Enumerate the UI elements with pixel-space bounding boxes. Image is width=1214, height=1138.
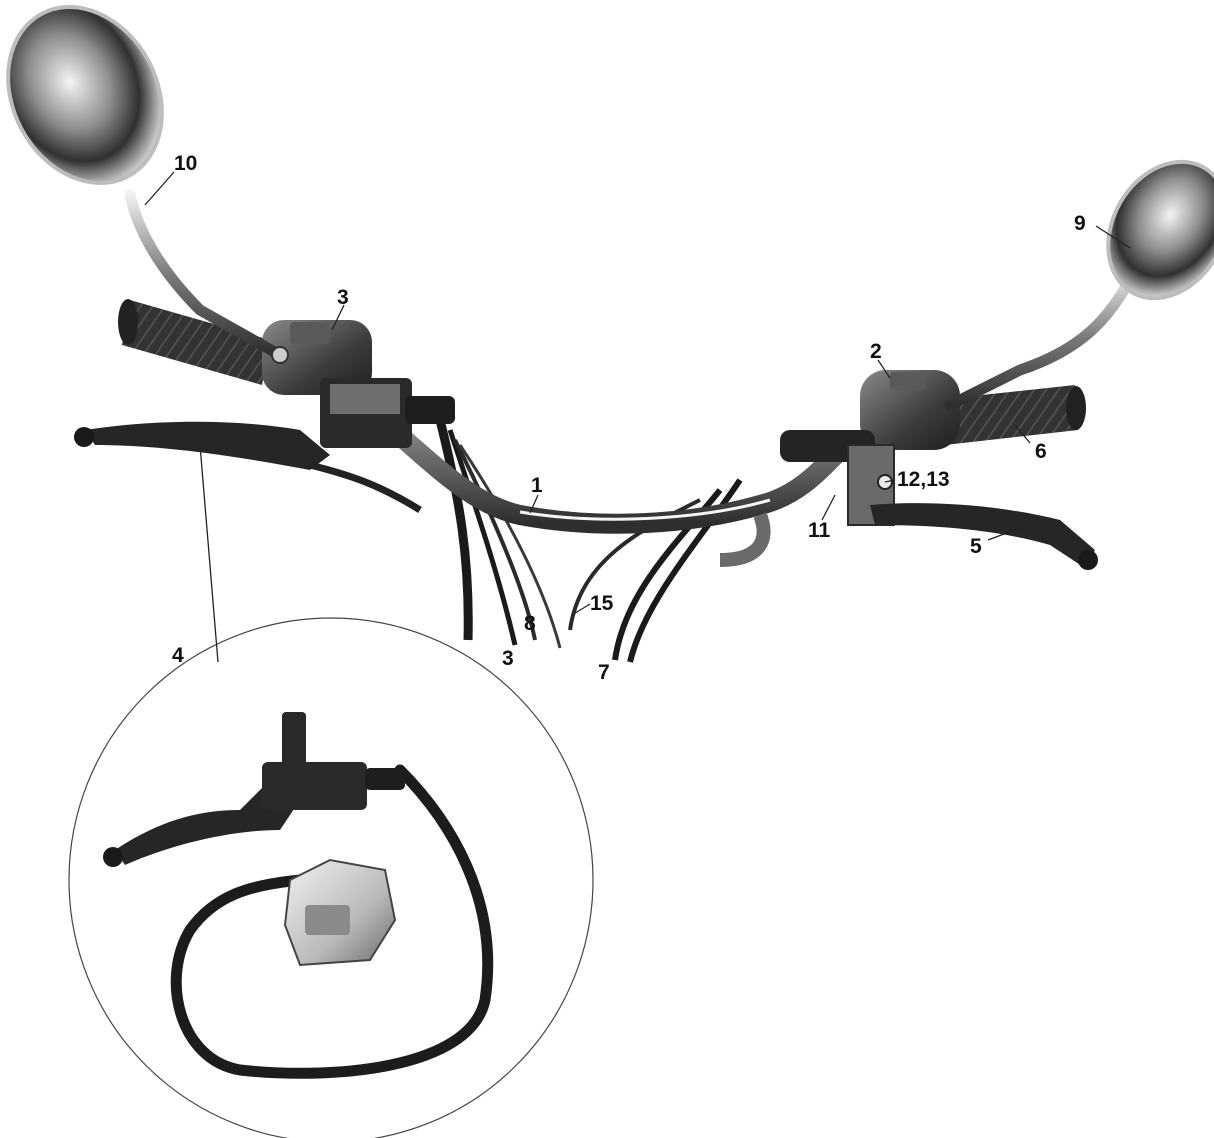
cable-bundle <box>440 420 740 662</box>
callout-9: 9 <box>1074 212 1086 235</box>
callout-3-switch: 3 <box>337 286 349 309</box>
right-switch-housing <box>860 370 960 450</box>
callout-7: 7 <box>598 661 610 684</box>
callout-6: 6 <box>1035 440 1047 463</box>
brake-assembly-inset <box>69 445 593 1138</box>
callout-1: 1 <box>531 474 543 497</box>
callout-3-cable: 3 <box>502 647 514 670</box>
callout-10: 10 <box>174 152 197 175</box>
right-brake-lever <box>870 503 1098 570</box>
callout-8: 8 <box>524 612 536 635</box>
callout-12-13: 12,13 <box>897 468 950 491</box>
callout-11: 11 <box>808 519 831 542</box>
master-cylinder <box>320 378 455 448</box>
callout-4: 4 <box>172 644 184 667</box>
callout-15: 15 <box>590 592 614 615</box>
callout-5: 5 <box>970 535 982 558</box>
right-mirror <box>950 140 1214 405</box>
callout-2: 2 <box>870 340 882 363</box>
